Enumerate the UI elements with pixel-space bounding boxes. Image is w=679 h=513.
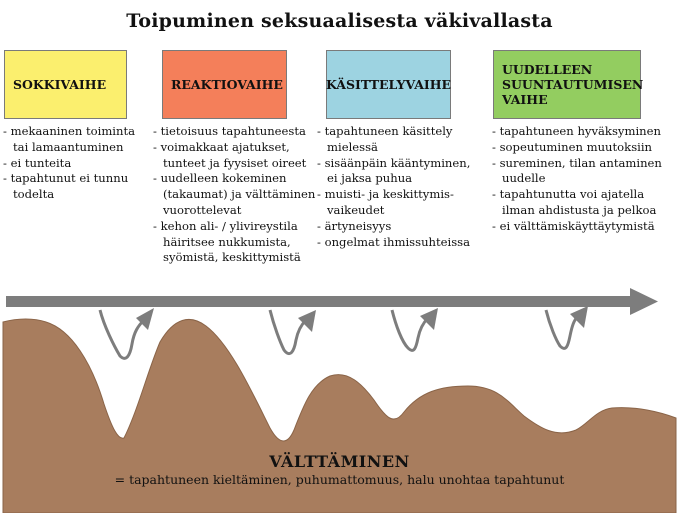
- list-item: kehon ali- / ylivireystila häiritsee nuk…: [153, 219, 318, 266]
- phase-list-processing: tapahtuneen käsittely mielessä sisäänpäi…: [317, 124, 489, 250]
- list-item: ärtyneisyys: [317, 219, 489, 235]
- return-arrow-icon: [98, 308, 154, 360]
- list-item: tapahtuneen käsittely mielessä: [317, 124, 489, 156]
- avoidance-mountains: [2, 318, 677, 513]
- list-item: muisti- ja keskittymis- vaikeudet: [317, 187, 489, 219]
- phase-box-reaction: REAKTIOVAIHE: [162, 50, 287, 119]
- phase-box-shock: SOKKIVAIHE: [4, 50, 127, 119]
- list-item: tapahtunut ei tunnu todelta: [3, 171, 153, 203]
- phase-list-reaction: tietoisuus tapahtuneesta voimakkaat ajat…: [153, 124, 318, 266]
- list-item: ei tunteita: [3, 156, 153, 172]
- list-item: sureminen, tilan antaminen uudelle: [492, 156, 677, 188]
- phase-box-reorientation: UUDELLEEN SUUNTAUTUMISEN VAIHE: [493, 50, 643, 119]
- list-item: ongelmat ihmissuhteissa: [317, 235, 489, 251]
- list-item: sisäänpäin kääntyminen, ei jaksa puhua: [317, 156, 489, 188]
- list-item: uudelleen kokeminen (takaumat) ja välttä…: [153, 171, 318, 218]
- list-item: voimakkaat ajatukset, tunteet ja fyysise…: [153, 140, 318, 172]
- list-item: ei välttämiskäyttäytymistä: [492, 219, 677, 235]
- return-arrow-icon: [268, 309, 316, 356]
- avoidance-description: = tapahtuneen kieltäminen, puhumattomuus…: [114, 472, 565, 487]
- phase-list-shock: mekaaninen toiminta tai lamaantuminen ei…: [3, 124, 153, 203]
- phase-box-processing: KÄSITTELYVAIHE: [326, 50, 451, 119]
- timeline-arrow: [6, 288, 658, 315]
- list-item: tapahtunutta voi ajatella ilman ahdistus…: [492, 187, 677, 219]
- list-item: tietoisuus tapahtuneesta: [153, 124, 318, 140]
- diagram-title: Toipuminen seksuaalisesta väkivallasta: [126, 10, 553, 32]
- return-arrow-icon: [544, 306, 588, 350]
- list-item: tapahtuneen hyväksyminen: [492, 124, 677, 140]
- phase-list-reorientation: tapahtuneen hyväksyminen sopeutuminen mu…: [492, 124, 677, 235]
- list-item: sopeutuminen muutoksiin: [492, 140, 677, 156]
- list-item: mekaaninen toiminta tai lamaantuminen: [3, 124, 153, 156]
- avoidance-title: VÄLTTÄMINEN: [269, 452, 410, 471]
- return-arrow-icon: [390, 308, 438, 352]
